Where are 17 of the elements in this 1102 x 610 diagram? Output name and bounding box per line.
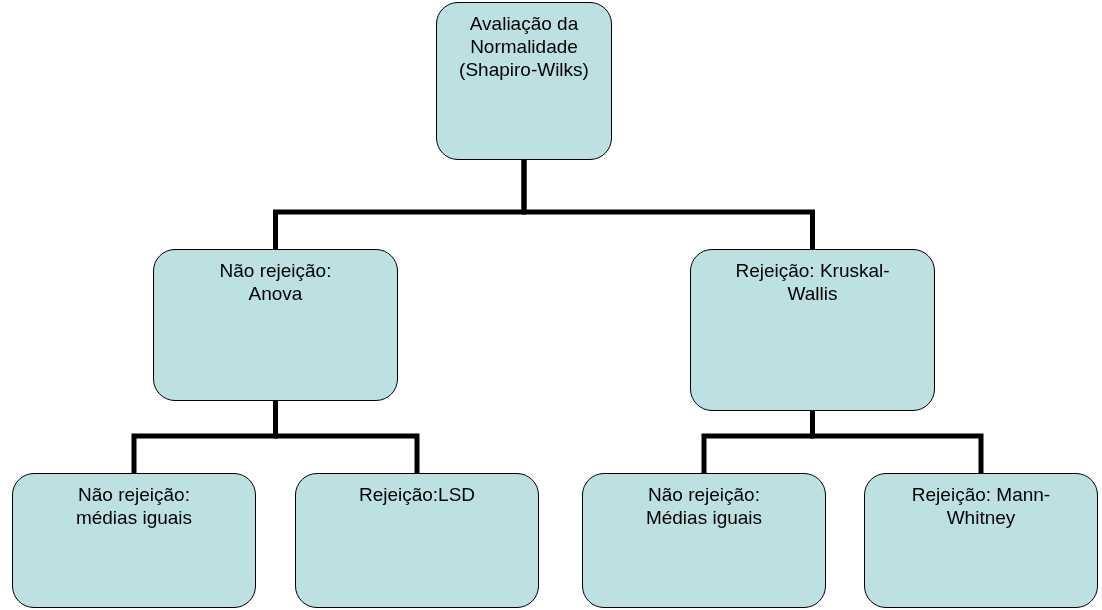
connector-line — [810, 411, 984, 473]
process-box — [153, 249, 398, 401]
box-label: Rejeição: Mann-Whitney — [910, 484, 1052, 530]
process-box — [436, 2, 612, 160]
connector-line — [273, 401, 420, 473]
box-label: Rejeição:LSD — [358, 484, 476, 507]
process-box — [295, 473, 539, 608]
box-label: Não rejeição: Médias iguais — [644, 484, 764, 530]
process-box — [12, 473, 256, 608]
process-box — [864, 473, 1098, 608]
box-label: Avaliação da Normalidade (Shapiro-Wilks) — [458, 13, 590, 82]
process-box — [582, 473, 826, 608]
box-label: Não rejeição: médias iguais — [74, 484, 194, 530]
connector-line — [521, 160, 815, 249]
box-label: Não rejeição: Anova — [218, 260, 333, 306]
process-box — [690, 249, 935, 411]
box-label: Rejeição: Kruskal-Wallis — [734, 260, 891, 306]
